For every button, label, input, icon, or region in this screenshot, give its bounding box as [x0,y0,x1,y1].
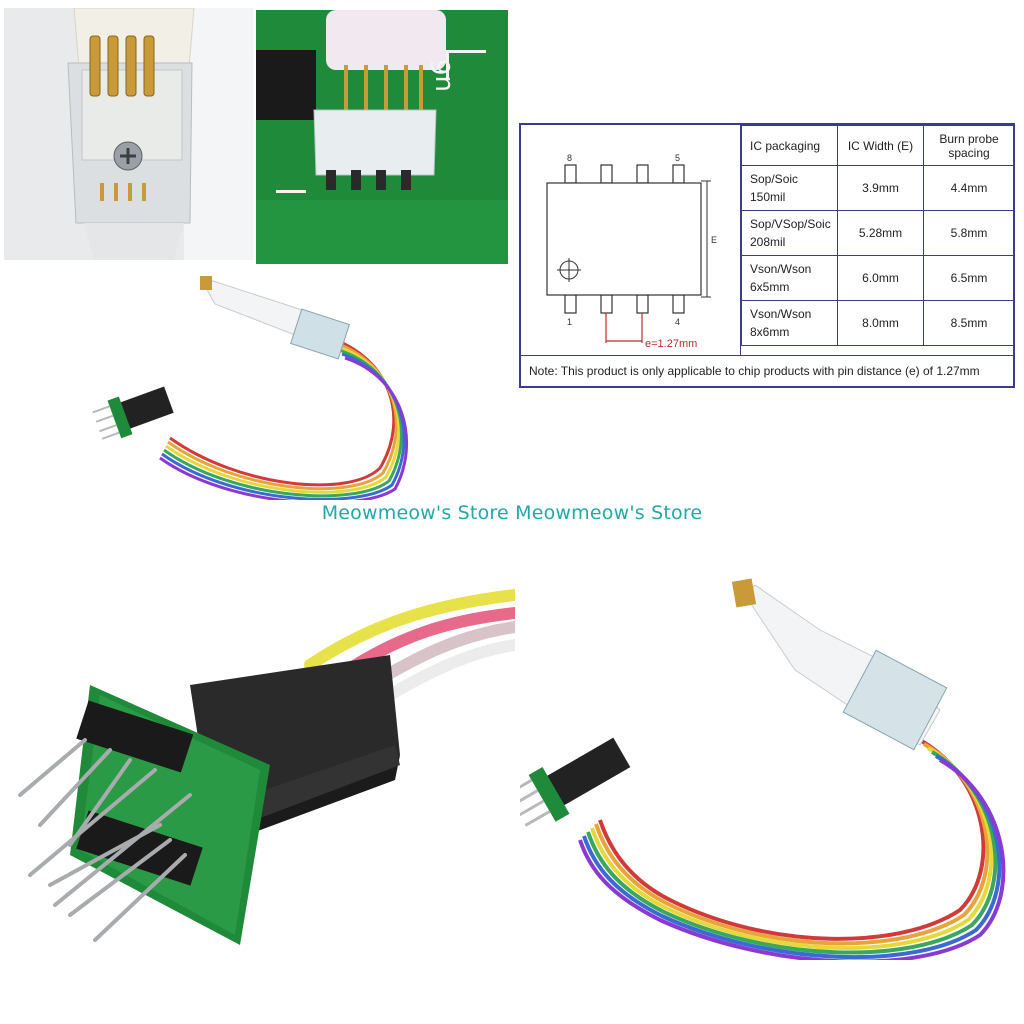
row-packaging: Vson/Wson 8x6mm [741,300,838,346]
store-watermark: Meowmeow's Store Meowmeow's Store [321,502,703,524]
pcb-label: u6 [427,59,457,92]
row-spacing: 8.5mm [923,300,1015,346]
header-packaging: IC packaging [741,125,838,166]
spec-row: Sop/VSop/Soic 208mil 5.28mm 5.8mm [741,210,1015,256]
row-packaging: Sop/VSop/Soic 208mil [741,210,838,256]
probe-cable-photo-large [520,570,1015,960]
header-spacing-line1: Burn probe [939,131,999,146]
pkg-line1: Sop/Soic [750,172,799,186]
probe-cable-photo-small [90,268,410,500]
row-packaging: Vson/Wson 6x5mm [741,255,838,301]
spec-note: Note: This product is only applicable to… [521,355,1013,386]
pkg-line2: 208mil [750,235,786,249]
spec-row: Sop/Soic 150mil 3.9mm 4.4mm [741,165,1015,211]
pkg-line1: Vson/Wson [750,262,812,276]
header-spacing: Burn probe spacing [923,125,1015,166]
pin5-label: 5 [675,153,680,163]
spec-grid: IC packaging IC Width (E) Burn probe spa… [741,125,1015,346]
pkg-line2: 150mil [750,190,786,204]
row-width: 8.0mm [837,300,924,346]
row-spacing: 6.5mm [923,255,1015,301]
pkg-line1: Sop/VSop/Soic [750,217,831,231]
pin8-label: 8 [567,153,572,163]
pkg-line1: Vson/Wson [750,307,812,321]
pin1-label: 1 [567,317,572,327]
row-width: 5.28mm [837,210,924,256]
header-spacing-line2: spacing [948,145,990,160]
probe-head-closeup-photo [4,8,254,260]
spec-header-row: IC packaging IC Width (E) Burn probe spa… [741,125,1015,166]
ic-package-diagram: 8 5 1 4 E e=1.27mm [521,125,741,355]
spec-row: Vson/Wson 8x6mm 8.0mm 8.5mm [741,300,1015,346]
header-width: IC Width (E) [837,125,924,166]
ic-spec-table: 8 5 1 4 E e=1.27mm IC packaging IC Width… [519,123,1015,388]
width-e-label: E [711,235,717,245]
row-spacing: 5.8mm [923,210,1015,256]
probe-on-pcb-photo: u6 [256,10,508,264]
row-packaging: Sop/Soic 150mil [741,165,838,211]
pkg-line2: 6x5mm [750,280,790,294]
pin4-label: 4 [675,317,680,327]
pkg-line2: 8x6mm [750,325,790,339]
pitch-label: e=1.27mm [645,338,697,350]
spec-row: Vson/Wson 6x5mm 6.0mm 6.5mm [741,255,1015,301]
row-spacing: 4.4mm [923,165,1015,211]
row-width: 6.0mm [837,255,924,301]
pin-header-closeup-photo [10,565,515,950]
row-width: 3.9mm [837,165,924,211]
